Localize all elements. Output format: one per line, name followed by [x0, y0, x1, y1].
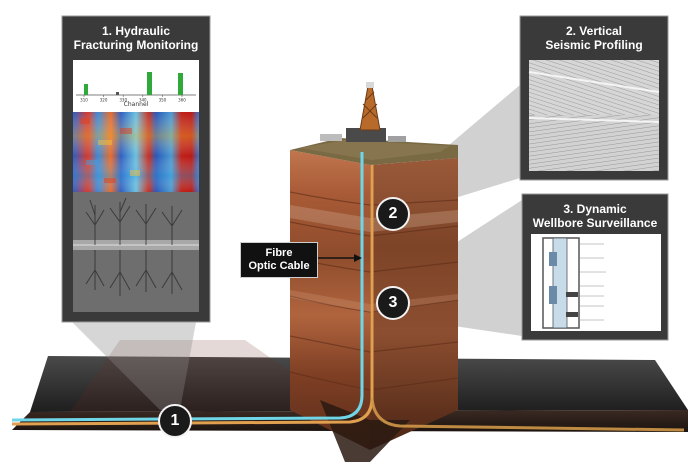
rock-band-light	[290, 205, 458, 232]
chart-bar	[178, 73, 183, 95]
seismic-lower-trace	[529, 115, 659, 171]
badge-1: 1	[158, 404, 192, 438]
hydraulic-panel: 310 320 330 340 350 360	[61, 15, 211, 323]
seismic-title-line2: Seismic Profiling	[545, 38, 643, 52]
wellbore-leader-lines	[580, 243, 606, 321]
wellbore-panel-title: 3. Dynamic Wellbore Surveillance	[522, 202, 668, 230]
rock-strata	[289, 191, 459, 391]
fracture-branches	[85, 197, 183, 296]
seismic-panel	[519, 15, 669, 181]
fibre-optic-callout: Fibre Optic Cable	[240, 242, 318, 278]
wellbore-panel	[521, 193, 669, 341]
seismic-title-line1: 2. Vertical	[565, 24, 623, 38]
hydraulic-title-line2: Fracturing Monitoring	[73, 38, 199, 52]
seismic-panel-title: 2. Vertical Seismic Profiling	[520, 24, 668, 52]
wellbore-title-line2: Wellbore Surveillance	[532, 216, 658, 230]
chart-tick-label: 340	[139, 98, 147, 103]
chart-tick-label: 310	[80, 98, 88, 103]
chart-bar	[84, 84, 88, 95]
chart-tick-label: 320	[100, 98, 108, 103]
heatmap-streaks	[80, 118, 140, 183]
chart-bar	[147, 72, 152, 95]
fibre-cable-orange-right	[370, 397, 685, 432]
beam-hydraulic	[72, 322, 196, 410]
hydraulic-title-line1: 1. Hydraulic	[101, 24, 171, 38]
callout-line1: Fibre	[265, 247, 293, 259]
wellbore-schematic	[531, 234, 661, 331]
rock-block-side	[370, 158, 458, 450]
rock-wedge	[320, 400, 410, 462]
rock-band-light-2	[290, 290, 458, 312]
hydraulic-axis-label: Channel	[123, 101, 149, 108]
wellbore-title-line1: 3. Dynamic	[563, 202, 627, 216]
callout-line2: Optic Cable	[248, 260, 310, 272]
wellbore-tubing	[542, 237, 580, 329]
chart-bar	[116, 92, 119, 95]
chart-ticks: 310 320 330 340 350 360	[80, 95, 186, 103]
chart-tick-label: 360	[178, 98, 186, 103]
ground-shadow	[70, 340, 345, 412]
seismic-upper-trace	[529, 60, 659, 115]
chart-tick-label: 330	[119, 98, 127, 103]
rock-block-front	[290, 150, 370, 450]
fibre-cable-cyan-ground	[11, 152, 364, 422]
chart-tick-label: 350	[159, 98, 167, 103]
surface-grass	[300, 140, 450, 160]
badge-3: 3	[376, 286, 410, 320]
badge-2: 2	[376, 197, 410, 231]
drilling-rig	[320, 82, 406, 142]
hydraulic-panel-title: 1. Hydraulic Fracturing Monitoring	[62, 24, 210, 52]
callout-arrowhead	[354, 254, 362, 262]
